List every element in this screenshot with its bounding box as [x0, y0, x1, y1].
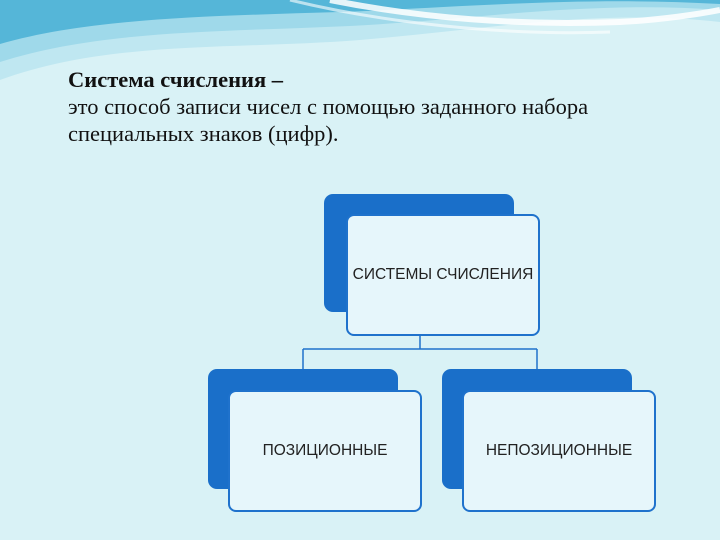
node-non-positional: НЕПОЗИЦИОННЫЕ: [442, 369, 656, 512]
node-label: ПОЗИЦИОННЫЕ: [228, 390, 422, 512]
node-label: СИСТЕМЫ СЧИСЛЕНИЯ: [346, 214, 540, 336]
node-label: НЕПОЗИЦИОННЫЕ: [462, 390, 656, 512]
node-positional: ПОЗИЦИОННЫЕ: [208, 369, 422, 512]
node-number-systems: СИСТЕМЫ СЧИСЛЕНИЯ: [324, 194, 540, 336]
